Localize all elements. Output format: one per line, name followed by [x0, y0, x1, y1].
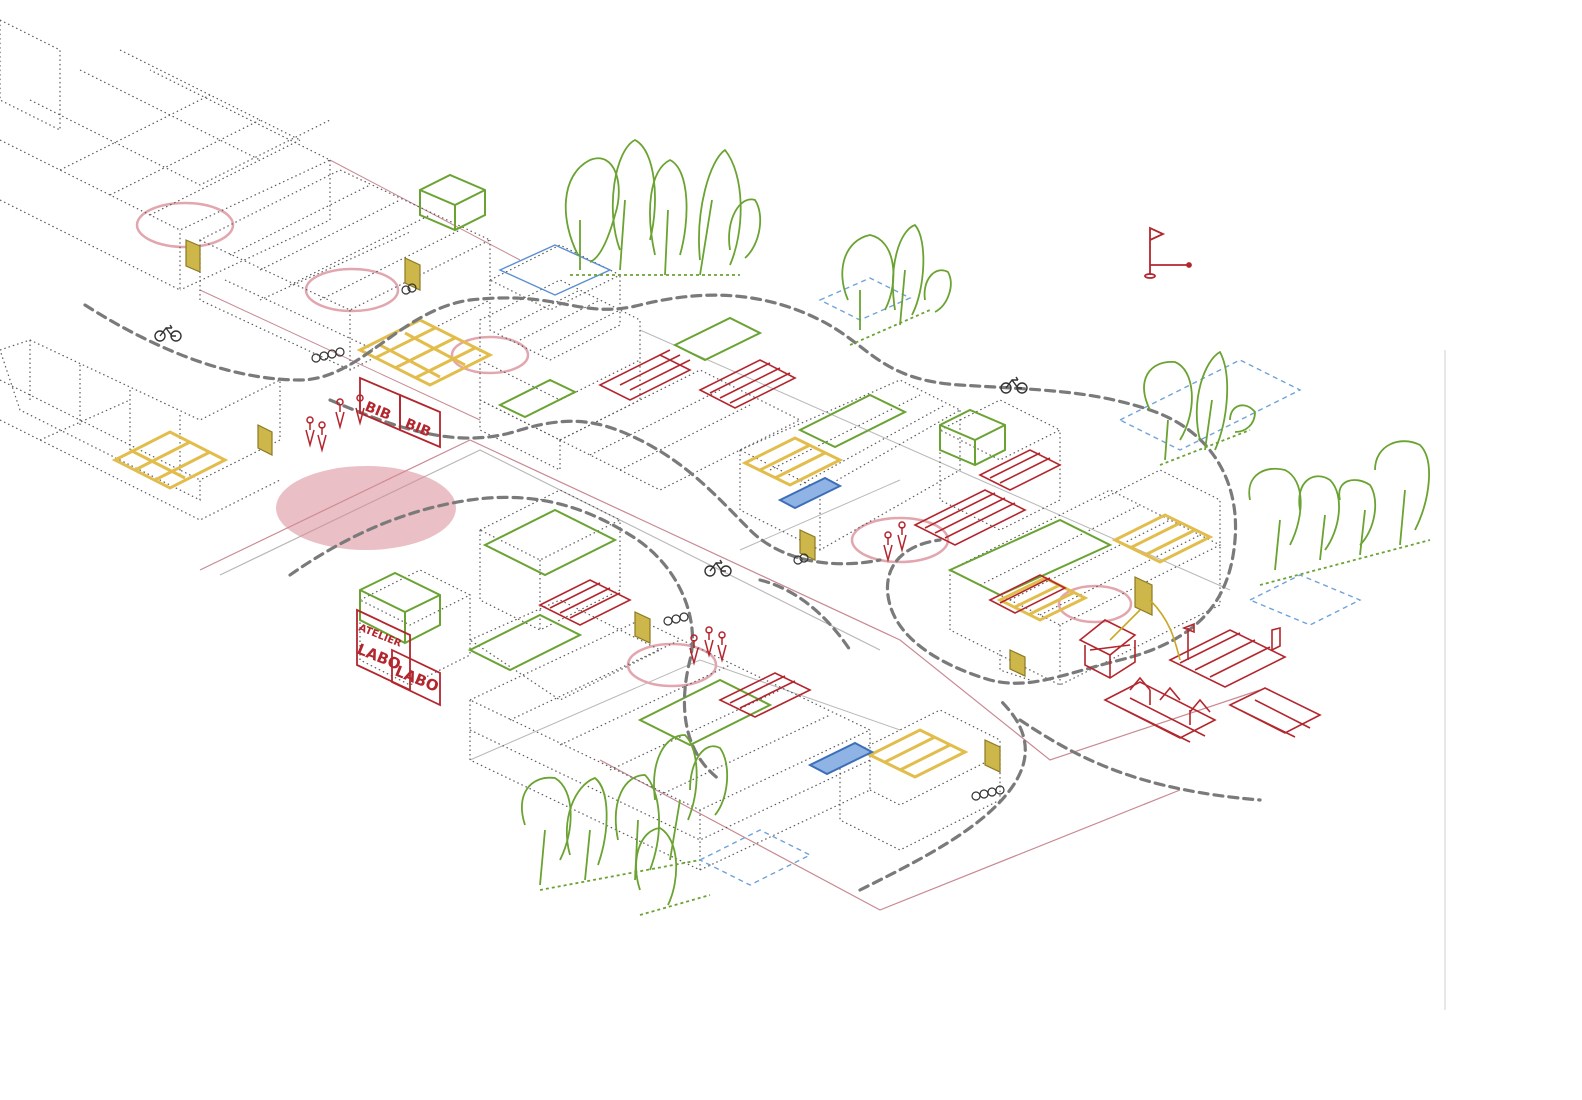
- sign-panel: [634, 611, 651, 644]
- water-basins: [777, 476, 875, 776]
- tree-icon: [1248, 440, 1431, 586]
- tree-icon: [564, 139, 762, 276]
- green-roofs: [359, 173, 1113, 747]
- pedestrian-icon: [355, 394, 365, 426]
- block-greenhouse-left: [358, 569, 472, 686]
- block-top-left: [0, 19, 332, 291]
- pedestrian-icon: [689, 634, 699, 666]
- activity-surfaces: [538, 349, 1287, 718]
- picnic-table-icon: [1228, 687, 1322, 738]
- kiosk-area: [1078, 619, 1322, 743]
- picnic-table-icon: [1103, 681, 1217, 743]
- green-roof: [497, 378, 578, 419]
- sign-panel: [799, 529, 816, 561]
- pedestrian-icon: [883, 531, 893, 563]
- pedestrian-icon: [335, 398, 345, 430]
- green-roof: [797, 393, 908, 449]
- bike-rack-icon: [311, 347, 345, 363]
- large-zone: [276, 466, 456, 550]
- tree-icon: [1143, 351, 1256, 466]
- labo-label: LABO: [393, 662, 442, 696]
- zone-ring: [135, 201, 235, 249]
- block-top-middle: [198, 169, 492, 371]
- hatched-surface: [698, 359, 797, 409]
- hatched-surface: [988, 574, 1067, 614]
- canopies: [111, 318, 1214, 779]
- bicycle-icon: [154, 324, 182, 342]
- zones: [135, 201, 1133, 688]
- hatched-surface: [1168, 629, 1287, 688]
- greenhouse: [939, 408, 1006, 467]
- bike-rack-icon: [401, 283, 417, 295]
- zone-ring: [304, 267, 400, 313]
- green-roof: [482, 508, 618, 577]
- pedestrians: [305, 394, 907, 666]
- hatched-surface: [718, 672, 812, 718]
- connectors: [1109, 599, 1181, 661]
- hatched-surface: [978, 449, 1062, 491]
- flag-icon: [1144, 226, 1192, 279]
- block-middle-left: [0, 339, 281, 521]
- zone-ring: [450, 335, 530, 375]
- hatched-surface: [538, 579, 632, 626]
- signage-panels: [185, 239, 1153, 773]
- canopy: [996, 576, 1089, 622]
- greenhouse: [419, 173, 486, 232]
- canopy: [111, 430, 229, 490]
- sign-panel: [1009, 649, 1026, 677]
- sign-panel: [1134, 576, 1153, 616]
- pedestrian-icon: [704, 626, 714, 658]
- green-roof: [672, 316, 763, 362]
- water-basin: [807, 741, 875, 776]
- building-blocks: [0, 19, 1222, 871]
- blue-outlines: [498, 244, 1362, 886]
- tree-icon: [841, 224, 952, 346]
- pedestrian-icon: [317, 421, 327, 453]
- canopy: [1111, 513, 1214, 564]
- bicycle-icon: [1000, 376, 1028, 394]
- labo-facade: [391, 648, 441, 707]
- tree-clusters: [520, 139, 1431, 916]
- sign-panel: [257, 424, 273, 456]
- block-top-right: [488, 244, 622, 361]
- zone-ring: [1057, 584, 1133, 624]
- zone-ring: [626, 642, 718, 688]
- block-right-cluster: [938, 399, 1222, 686]
- bike-rack-icon: [793, 553, 809, 565]
- bicycles: [154, 324, 1028, 577]
- greenhouse: [359, 571, 441, 645]
- pedestrian-icon: [305, 416, 315, 448]
- block-lower-center: [468, 489, 662, 701]
- canopy: [741, 436, 844, 487]
- pedestrian-icon: [717, 631, 727, 663]
- sign-panel: [185, 239, 201, 273]
- green-roof: [947, 518, 1113, 597]
- pedestrian-icon: [897, 521, 907, 553]
- sign-post: [1181, 622, 1195, 660]
- umbrella-icon: [1129, 676, 1211, 713]
- canopy: [356, 318, 494, 387]
- bike-racks: [311, 283, 1005, 801]
- bib-facade: [399, 393, 441, 449]
- hatched-surface: [913, 489, 1027, 546]
- canopy: [866, 728, 969, 779]
- sign-panel: [404, 257, 421, 291]
- kiosk-icon: [1078, 619, 1137, 679]
- zone-ring: [850, 516, 950, 564]
- tree-icon: [520, 734, 729, 916]
- green-roof: [637, 678, 773, 747]
- water-basin: [777, 476, 843, 510]
- bicycle-icon: [704, 559, 732, 577]
- walking-route: [83, 293, 1262, 892]
- sign-post: [1271, 626, 1281, 652]
- hatched-surface: [598, 349, 692, 401]
- sign-panel: [984, 739, 1001, 773]
- green-roof: [467, 613, 583, 672]
- bike-rack-icon: [663, 612, 689, 626]
- bike-rack-icon: [971, 785, 1005, 801]
